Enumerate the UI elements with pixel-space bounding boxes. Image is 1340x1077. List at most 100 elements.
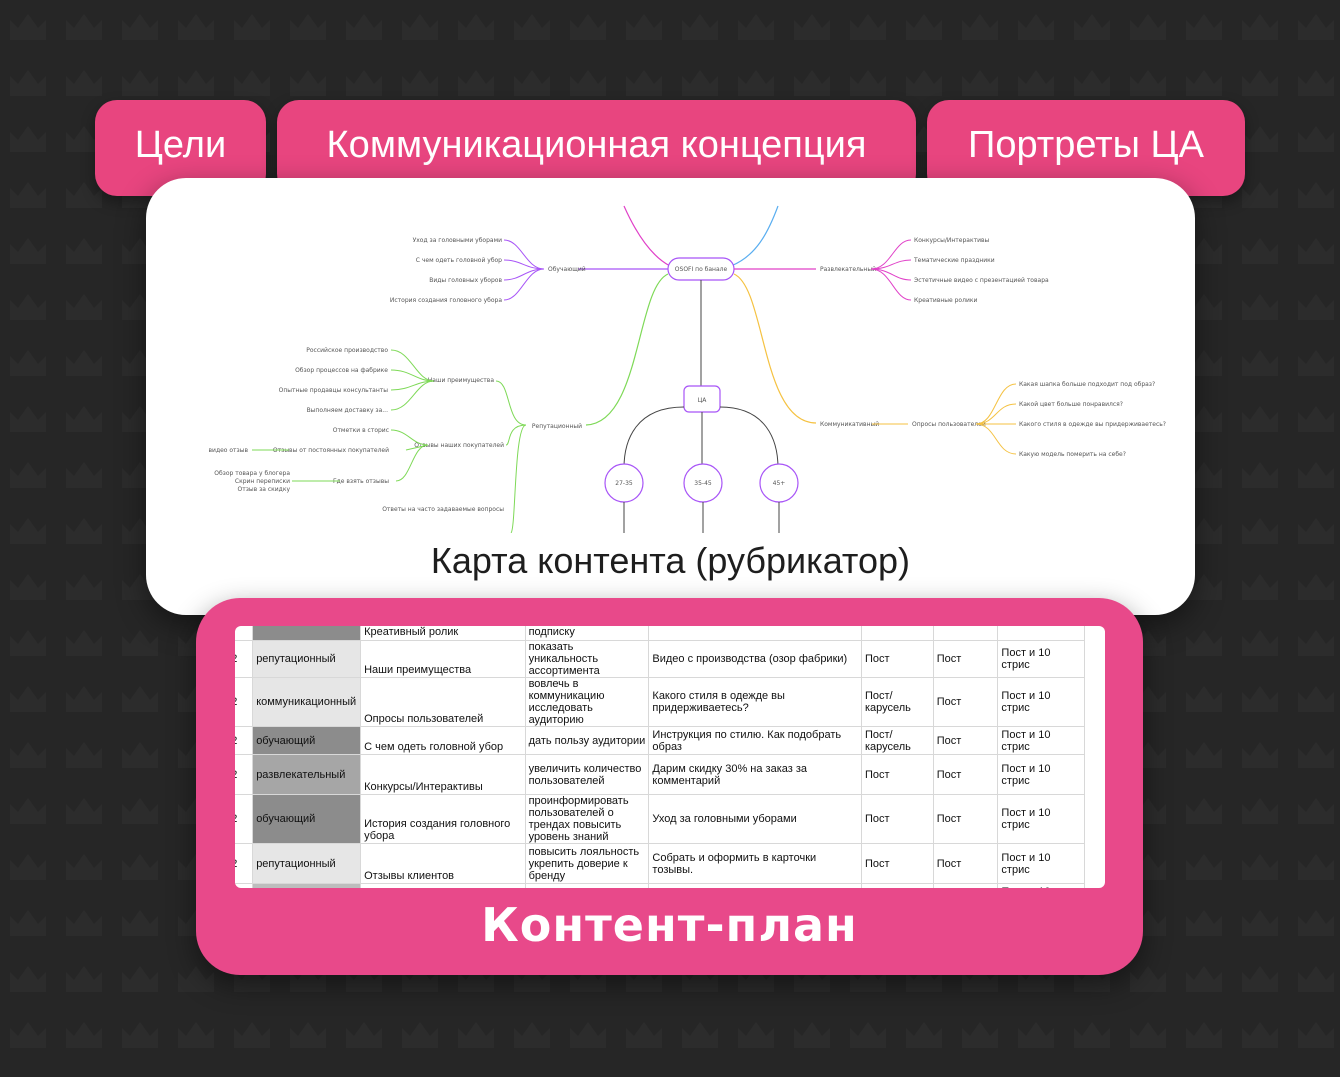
topic-cell[interactable]: История создания головного убора xyxy=(360,794,526,844)
format-cell[interactable]: Пост/карусель xyxy=(860,726,934,755)
table-row: 022репутационныйНаши преимуществапоказат… xyxy=(235,640,1085,678)
table-row: 022развлекательныйКонкурсы/Интерактивыув… xyxy=(235,754,1085,795)
topic-cell[interactable]: Отзывы клиентов xyxy=(360,843,526,884)
date-cell[interactable]: 022 xyxy=(235,754,254,795)
table-row: 022обучающийС чем одеть головной убордат… xyxy=(235,726,1085,755)
format-cell[interactable] xyxy=(860,626,934,641)
content-cell[interactable]: Собрать и оформить в карточки тозывы. xyxy=(648,843,862,884)
date-cell[interactable]: 022 xyxy=(235,726,254,755)
format2-cell[interactable]: Пост xyxy=(932,843,999,884)
mm-reviews: Отзывы наших покупателей xyxy=(414,442,504,449)
tab-portraits-label: Портреты ЦА xyxy=(968,124,1204,166)
date-cell[interactable] xyxy=(235,626,254,641)
mind-map: OSOFI по банале Обучающий Уход за головн… xyxy=(209,205,1166,533)
stories-cell[interactable]: Пост и 10 стрис xyxy=(997,794,1085,844)
rubric-cell[interactable]: коммуникационный xyxy=(252,677,362,727)
mm-edu-item: История создания головного убора xyxy=(390,297,502,304)
rubric-cell[interactable]: обучающий xyxy=(252,794,362,844)
content-cell[interactable]: Инструкция по стилю. Как подобрать образ xyxy=(648,726,862,755)
topic-cell[interactable]: Креативный ролик xyxy=(360,626,526,641)
stories-cell[interactable] xyxy=(997,626,1085,641)
mm-where-item: Скрин переписки xyxy=(235,478,290,485)
date-cell[interactable]: 022 xyxy=(235,843,254,884)
mm-educational: Обучающий xyxy=(548,266,586,273)
date-cell[interactable]: 022 xyxy=(235,794,254,844)
topic-cell[interactable]: Конкурсы/Интерактивы xyxy=(360,754,526,795)
content-cell[interactable]: Уход за головными уборами xyxy=(648,794,862,844)
rubric-cell[interactable]: развлекательный xyxy=(252,754,362,795)
content-map-card: OSOFI по банале Обучающий Уход за головн… xyxy=(146,178,1195,615)
goal-cell[interactable]: показать уникальность ассортимента xyxy=(524,640,650,678)
stories-cell[interactable]: Пост и 10 стрис xyxy=(997,754,1085,795)
format2-cell[interactable]: Пост xyxy=(932,640,999,678)
content-cell[interactable]: Шапки бини xyxy=(648,883,862,888)
stories-cell[interactable]: Пост и 10 стрис xyxy=(997,640,1085,678)
format2-cell[interactable]: Пост xyxy=(932,794,999,844)
format-cell[interactable]: Пост xyxy=(860,640,934,678)
format-cell[interactable]: Пост/карусель xyxy=(860,677,934,727)
topic-cell[interactable]: С чем одеть головной убор xyxy=(360,726,526,755)
mm-adv-item: Выполняем доставку за... xyxy=(307,407,389,414)
content-plan-title: Контент-план xyxy=(481,898,858,952)
content-cell[interactable]: Видео с производства (озор фабрики) xyxy=(648,640,862,678)
mm-ent-item: Эстетичные видео с презентацией товара xyxy=(914,277,1049,284)
mm-age: 45+ xyxy=(773,480,786,487)
mm-comm-item: Какую модель померить на себе? xyxy=(1019,451,1126,458)
content-cell[interactable]: Дарим скидку 30% на заказ за комментарий xyxy=(648,754,862,795)
date-cell[interactable]: 022 xyxy=(235,640,254,678)
format2-cell[interactable]: Пост xyxy=(932,677,999,727)
format-cell[interactable]: Пост xyxy=(860,843,934,884)
mm-ca: ЦА xyxy=(698,397,708,404)
rubric-cell[interactable]: продуктовый xyxy=(252,883,362,888)
topic-cell[interactable]: Опросы пользователей xyxy=(360,677,526,727)
stories-cell[interactable]: Пост и 10 стрис xyxy=(997,883,1085,888)
rubric-cell[interactable]: репутационный xyxy=(252,640,362,678)
format2-cell[interactable] xyxy=(932,626,999,641)
format-cell[interactable]: Пост xyxy=(860,883,934,888)
content-cell[interactable]: Какого стиля в одежде вы придерживаетесь… xyxy=(648,677,862,727)
goal-cell[interactable]: показать ассортимент увеличить трафик на xyxy=(524,883,650,888)
format2-cell[interactable]: Пост xyxy=(932,883,999,888)
format2-cell[interactable]: Пост xyxy=(932,754,999,795)
stories-cell[interactable]: Пост и 10 стрис xyxy=(997,843,1085,884)
mm-communicative: Коммуникативный xyxy=(820,421,879,428)
mm-ent-item: Тематические праздники xyxy=(913,257,995,264)
date-cell[interactable]: 022 xyxy=(235,883,254,888)
goal-cell[interactable]: подписку xyxy=(524,626,650,641)
mm-entertaining: Развлекательный xyxy=(820,266,876,273)
format-cell[interactable]: Пост xyxy=(860,754,934,795)
goal-cell[interactable]: увеличить количество пользователей xyxy=(524,754,650,795)
table-row: 022обучающийИстория создания головного у… xyxy=(235,794,1085,844)
mm-edu-item: С чем одеть головной убор xyxy=(416,257,502,264)
mm-stories: Отметки в сторис xyxy=(333,427,389,434)
mm-edu-item: Уход за головными уборами xyxy=(413,237,503,244)
content-cell[interactable] xyxy=(648,626,862,641)
mm-where-item: Отзыв за скидку xyxy=(237,486,290,493)
rubric-cell[interactable] xyxy=(252,626,362,641)
date-cell[interactable]: 022 xyxy=(235,677,254,727)
content-plan-table: Креативный роликподписку022репутационный… xyxy=(235,626,1085,888)
mm-age: 35-45 xyxy=(694,480,712,487)
tab-concept-label: Коммуникационная концепция xyxy=(326,124,867,166)
mm-adv-item: Российское производство xyxy=(306,347,388,354)
rubric-cell[interactable]: обучающий xyxy=(252,726,362,755)
mm-comm-item: Какой цвет больше понравился? xyxy=(1019,401,1123,408)
goal-cell[interactable]: проинформировать пользователей о трендах… xyxy=(524,794,650,844)
table-row: 022продуктовыйОбзор базовых моделейпоказ… xyxy=(235,883,1085,888)
format-cell[interactable]: Пост xyxy=(860,794,934,844)
mm-faq: Ответы на часто задаваемые вопросы xyxy=(382,506,504,513)
mm-where-item: Обзор товара у блогера xyxy=(214,470,290,477)
goal-cell[interactable]: повысить лояльность укрепить доверие к б… xyxy=(524,843,650,884)
goal-cell[interactable]: вовлечь в коммуникацию исследовать аудит… xyxy=(524,677,650,727)
rubric-cell[interactable]: репутационный xyxy=(252,843,362,884)
mm-regular: Отзывы от постоянных покупателей xyxy=(273,447,389,454)
topic-cell[interactable]: Обзор базовых моделей xyxy=(360,883,526,888)
table-row: 022коммуникационныйОпросы пользователейв… xyxy=(235,677,1085,727)
stories-cell[interactable]: Пост и 10 стрис xyxy=(997,677,1085,727)
mm-reputational: Репутационный xyxy=(532,423,582,430)
mm-where: Где взять отзывы xyxy=(333,478,389,485)
stories-cell[interactable]: Пост и 10 стрис xyxy=(997,726,1085,755)
goal-cell[interactable]: дать пользу аудитории xyxy=(524,726,650,755)
topic-cell[interactable]: Наши преимущества xyxy=(360,640,526,678)
format2-cell[interactable]: Пост xyxy=(932,726,999,755)
